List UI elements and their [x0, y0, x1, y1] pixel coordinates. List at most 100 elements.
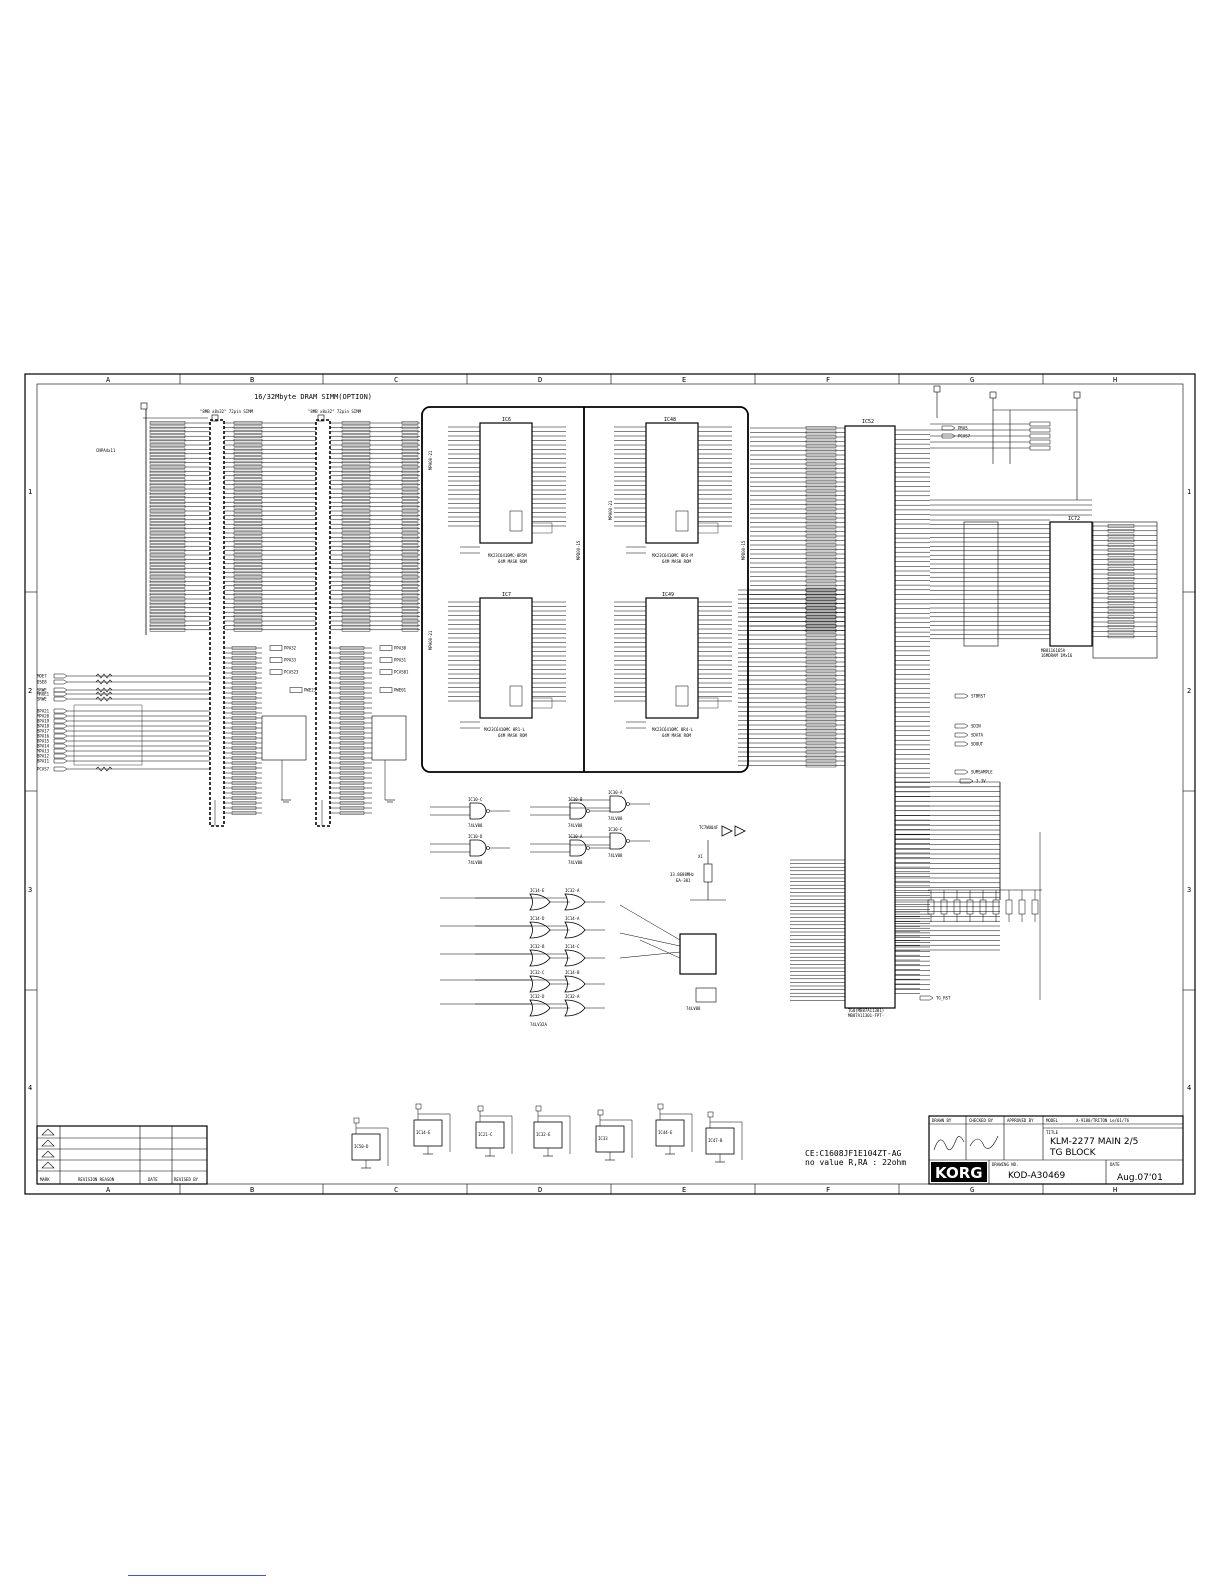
col-label: B — [250, 376, 254, 384]
or-gate-icon — [529, 921, 551, 939]
col-label: F — [826, 376, 830, 384]
simm-control-signal: PCAS01 — [394, 670, 409, 675]
svg-text:MPA00-21: MPA00-21 — [428, 630, 433, 650]
simm-control-signal: PPA30 — [394, 646, 407, 651]
gate-ref: IC14-A — [565, 916, 580, 921]
decoupling-ic-ref: IC33 — [598, 1136, 608, 1141]
inverter-part: TC7WU04F — [699, 825, 719, 830]
col-label: B — [250, 1186, 254, 1194]
col-label: G — [970, 1186, 974, 1194]
drawing-number: KOD-A30469 — [1008, 1171, 1066, 1181]
chip-ref: IC52 — [862, 419, 874, 425]
or-gate-icon — [529, 893, 551, 911]
tg-right-pins — [895, 429, 1050, 990]
simm-a-label: "8MB x8x32" 72pin SIMM — [200, 409, 254, 414]
offpage-connector-icon — [954, 693, 969, 699]
revision-table: MARK REVISION REASON DATE REVISED BY — [36, 1125, 208, 1185]
resistor-icon — [95, 696, 113, 702]
left-signal-label: BPA15 — [37, 739, 50, 744]
drawn-by-label: DRAWN BY — [932, 1118, 952, 1123]
buffer-part: 74LV08 — [686, 1006, 701, 1011]
chip-desc: 16MDRAM 1Mx16 — [1041, 653, 1073, 658]
row-label: 2 — [1187, 687, 1191, 695]
gate-ref: IC32-B — [530, 944, 545, 949]
gate-ref: IC10-B — [568, 797, 583, 802]
left-signal-label: MOE7 — [37, 674, 47, 679]
row-label: 3 — [28, 886, 32, 894]
offpage-connector-icon — [53, 687, 68, 693]
chip-desc: 64M MASK ROM — [662, 733, 691, 738]
chip-ref: IC72 — [1068, 516, 1080, 522]
crystal-ref: X1 — [698, 854, 703, 859]
left-signal-label: DSE8 — [37, 680, 47, 685]
buffer-ic21: 74LV08 — [679, 933, 717, 1011]
and-gate-icon — [569, 839, 587, 857]
right-signal-terminals: PRASPCAS7STBRSTSDINSDATASDOUTTG_RSTSUMSA… — [919, 426, 993, 1001]
rom-pin-lines — [448, 426, 732, 729]
or-gate-icon — [529, 975, 551, 993]
col-label: E — [682, 376, 686, 384]
offpage-connector-icon — [53, 708, 68, 714]
left-signal-label: BPA16 — [37, 734, 50, 739]
col-label: H — [1113, 1186, 1117, 1194]
left-signal-label: MROE1 — [37, 692, 50, 697]
offpage-connector-icon — [53, 718, 68, 724]
approved-by-label: APPROVED BY — [1007, 1118, 1034, 1123]
decoupling-ic-ref: IC32-E — [536, 1132, 551, 1137]
gate-ref: IC14-B — [565, 970, 580, 975]
or-gate-icon — [564, 999, 586, 1017]
and-gate-icon — [469, 802, 487, 820]
korg-logo-text: KORG — [935, 1164, 983, 1182]
inverting-bubble-icon — [626, 802, 630, 806]
resistor-icon — [95, 687, 113, 693]
gate-ref: IC32-C — [530, 970, 545, 975]
chip-subpart: MB87A11301-FPT- — [848, 1013, 884, 1018]
inverting-bubble-icon — [626, 839, 630, 843]
col-label: F — [826, 1186, 830, 1194]
col-label: C — [394, 1186, 398, 1194]
or-gate-icon — [564, 975, 586, 993]
gate-part: 74LV08 — [468, 823, 483, 828]
right-signal-label: SDOUT — [971, 742, 984, 747]
right-signal-label: PRAS — [958, 426, 968, 431]
right-signal-label: TG_RST — [936, 996, 951, 1001]
frame-column-labels: A B C D E F G H A B C D E F G H — [106, 376, 1117, 1194]
offpage-connector-icon — [53, 748, 68, 754]
inverter-gate-icon — [734, 825, 746, 837]
row-label: 4 — [1187, 1084, 1191, 1092]
checked-by-signature-icon — [969, 1135, 999, 1149]
decoupling-ic-ref: IC47-B — [708, 1138, 723, 1143]
row-label: 1 — [28, 488, 32, 496]
chip-part: MX23C6410MC-8R5M — [488, 553, 527, 558]
offpage-connector-icon — [954, 732, 969, 738]
checked-by-label: CHECKED BY — [969, 1118, 994, 1123]
left-signal-label: BPA21 — [37, 709, 50, 714]
chip-part: MX23C6410MC 8R4-M — [652, 553, 694, 558]
offpage-connector-icon — [53, 713, 68, 719]
resistor-icon — [95, 679, 113, 685]
decoupling-ic-ref: IC50-D — [354, 1144, 369, 1149]
dram-chip-ic72: IC72 MB8116165A 16MDRAM 1Mx16 — [963, 516, 1158, 659]
offpage-connector-icon — [53, 691, 68, 697]
tg-power-bus — [895, 781, 1042, 1000]
col-label: A — [106, 1186, 111, 1194]
offpage-connector-icon — [53, 766, 68, 772]
inverting-bubble-icon — [486, 809, 490, 813]
and-gate-icon — [609, 795, 627, 813]
offpage-connector-icon — [53, 679, 68, 685]
svg-text:MPA00-21: MPA00-21 — [428, 450, 433, 470]
revision-header: REVISION REASON — [78, 1177, 115, 1182]
chip-ref: IC49 — [662, 592, 674, 598]
col-label: D — [538, 376, 542, 384]
and-gate-icon — [609, 832, 627, 850]
frame-column-marks — [179, 374, 1044, 1194]
right-signal-label: 3.3V — [976, 779, 986, 784]
simm-control-signal: PWE23 — [304, 688, 317, 693]
left-signal-label: MPA13 — [37, 749, 50, 754]
offpage-connector-icon — [53, 733, 68, 739]
gate-ref: IC14-C — [565, 944, 580, 949]
revision-header: REVISED BY — [174, 1177, 199, 1182]
row-label: 1 — [1187, 488, 1191, 496]
chip-part: MX23C6410MC 8R1-L — [484, 727, 526, 732]
footer-link-underline[interactable] — [128, 1575, 266, 1576]
